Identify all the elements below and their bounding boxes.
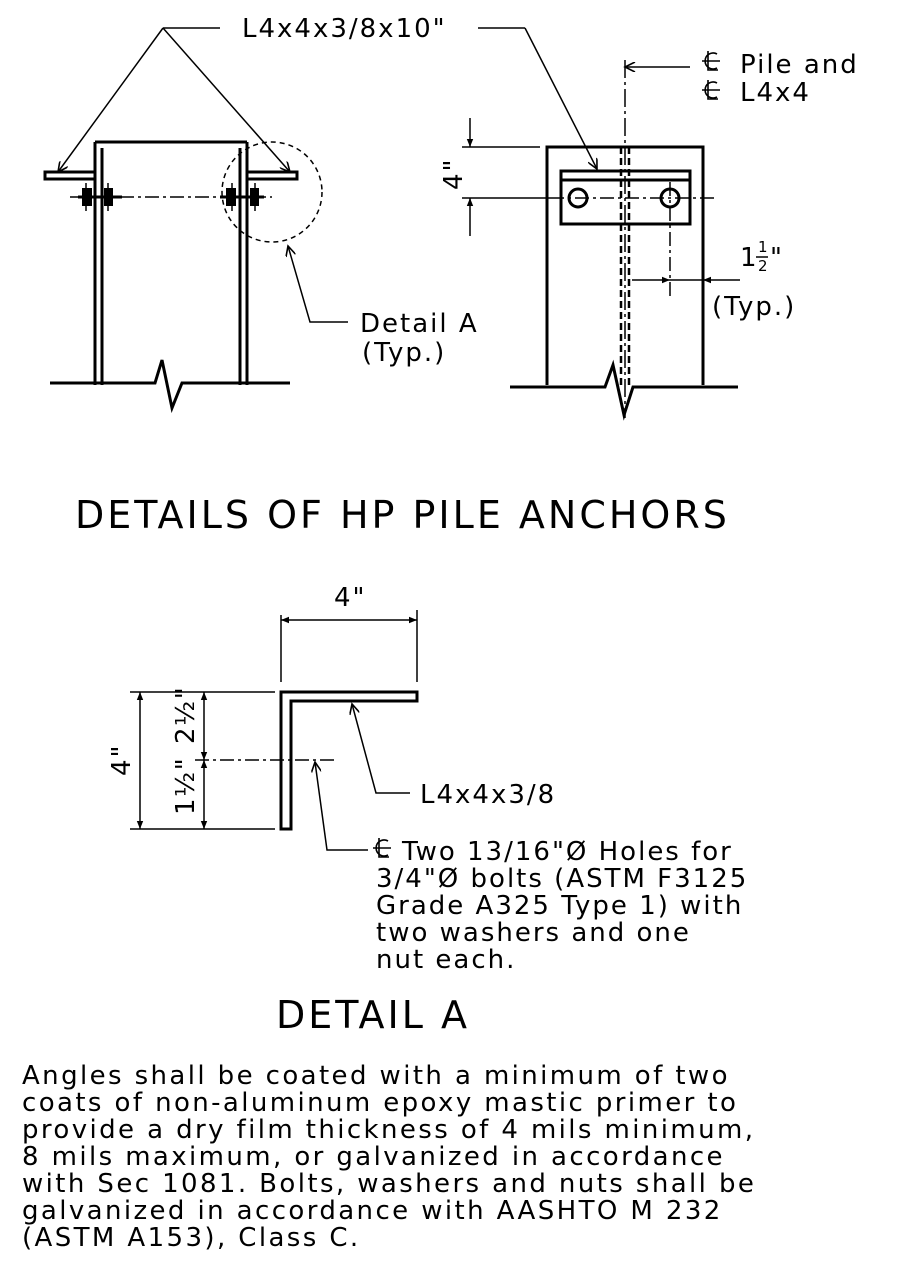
dim-two-and-half: 2½" — [171, 686, 201, 744]
dim-left-4: 4" — [107, 743, 137, 776]
centerline-callout: Pile and L4x4 — [701, 50, 859, 108]
centerline-label-1: Pile and — [740, 50, 859, 80]
svg-text:1: 1 — [758, 238, 768, 256]
dim-4-vertical: 4" — [439, 157, 469, 190]
pile-elevation-right — [462, 60, 740, 421]
holes-note: Two 13/16"Ø Holes for 3/4"Ø bolts (ASTM … — [372, 837, 748, 975]
note-line-4: 8 mils maximum, or galvanized in accorda… — [22, 1142, 725, 1172]
note-line-1: Angles shall be coated with a minimum of… — [22, 1061, 730, 1091]
detail-a-callout: Detail A (Typ.) — [360, 309, 479, 368]
holes-note-line-1: Two 13/16"Ø Holes for — [401, 837, 733, 867]
typ-label: (Typ.) — [712, 292, 796, 322]
dim-one-and-half: 1 1 2 " — [740, 238, 784, 275]
angle-size-label: L4x4x3/8 — [420, 780, 556, 810]
angle-callout: L4x4x3/8x10" — [58, 14, 597, 172]
detail-a-typ: (Typ.) — [362, 338, 446, 368]
dim-one-and-half-lower: 1½" — [171, 757, 201, 815]
pile-elevation-left — [43, 140, 348, 414]
detail-a-circle — [221, 141, 323, 243]
note-line-5: with Sec 1081. Bolts, washers and nuts s… — [22, 1169, 756, 1199]
angle-label: L4x4x3/8x10" — [242, 14, 447, 44]
holes-note-line-4: two washers and one — [376, 918, 691, 948]
detail-a-label: Detail A — [360, 309, 479, 339]
svg-text:": " — [770, 243, 784, 273]
coating-notes: Angles shall be coated with a minimum of… — [22, 1061, 756, 1253]
bolt-left — [78, 183, 122, 211]
svg-text:1: 1 — [740, 243, 759, 273]
note-line-6: galvanized in accordance with AASHTO M 2… — [22, 1196, 723, 1226]
centerline-label-2: L4x4 — [740, 78, 811, 108]
svg-text:2: 2 — [758, 257, 768, 275]
holes-note-line-3: Grade A325 Type 1) with — [376, 891, 743, 921]
heading-detail-a: DETAIL A — [276, 993, 470, 1037]
angle-section — [130, 610, 419, 851]
holes-note-line-2: 3/4"Ø bolts (ASTM F3125 — [376, 864, 748, 894]
note-line-3: provide a dry film thickness of 4 mils m… — [22, 1115, 755, 1145]
bolt-right — [220, 183, 264, 211]
note-line-7: (ASTM A153), Class C. — [22, 1223, 361, 1253]
heading-details-hp-pile-anchors: DETAILS OF HP PILE ANCHORS — [75, 493, 730, 537]
note-line-2: coats of non-aluminum epoxy mastic prime… — [22, 1088, 738, 1118]
holes-note-line-5: nut each. — [376, 945, 516, 975]
dim-top-4: 4" — [334, 583, 367, 613]
